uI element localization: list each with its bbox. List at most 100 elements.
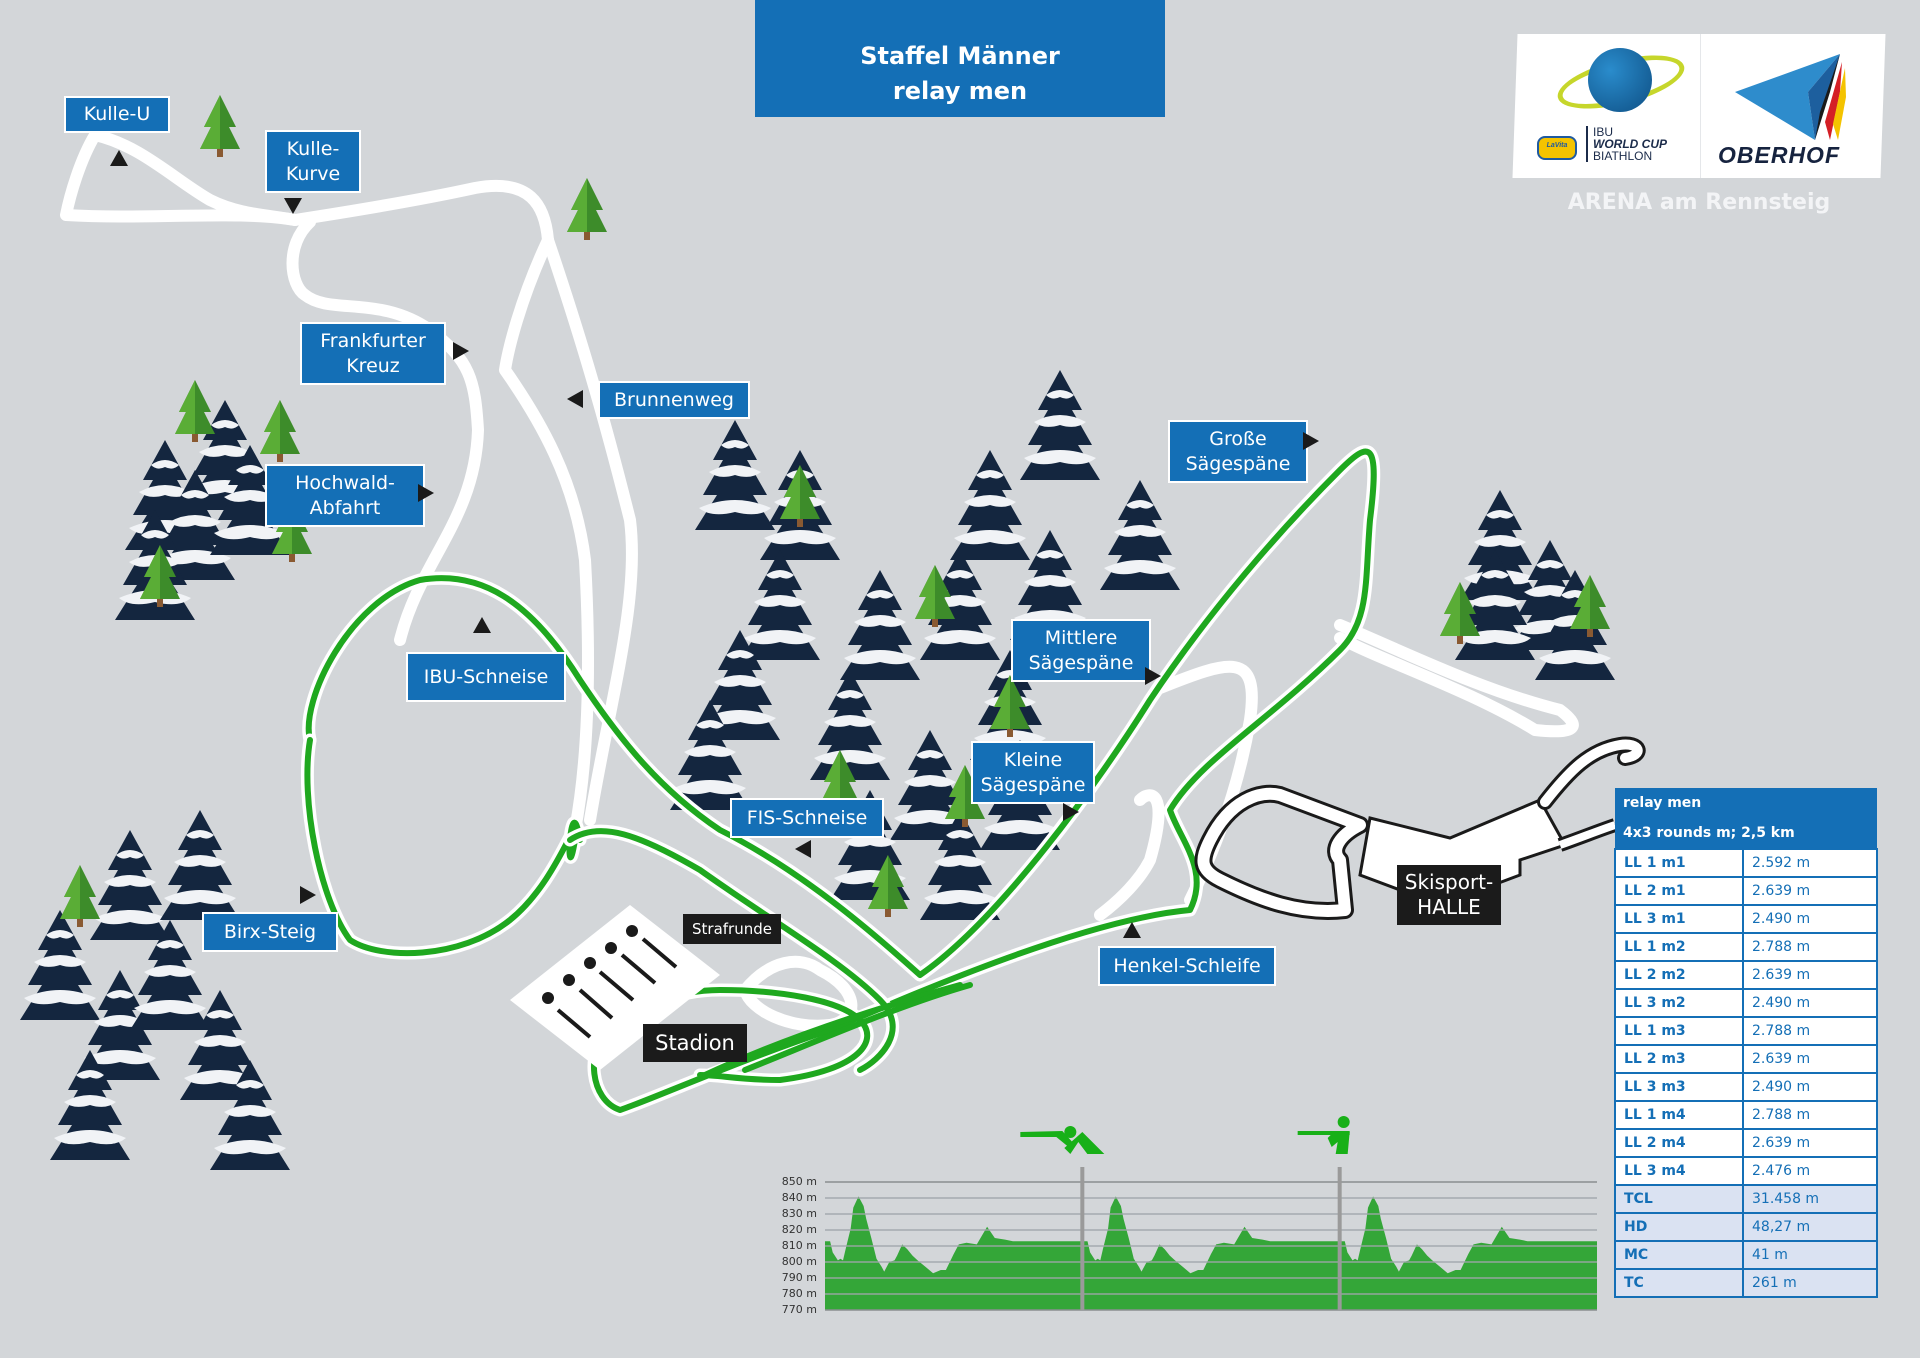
label-text: Strafrunde bbox=[692, 919, 772, 938]
row-value: 2.639 m bbox=[1742, 960, 1878, 990]
ibu-world-cup-logo: IBU WORLD CUP BIATHLON bbox=[1586, 126, 1667, 162]
label-text: IBU-Schneise bbox=[423, 665, 549, 688]
ibu-label: IBU bbox=[1593, 125, 1614, 139]
row-value: 31.458 m bbox=[1742, 1184, 1878, 1214]
label-fis-schneise: FIS-Schneise bbox=[730, 798, 884, 838]
row-value: 2.639 m bbox=[1742, 1044, 1878, 1074]
direction-arrow-up-icon bbox=[110, 150, 128, 166]
direction-arrow-down-icon bbox=[284, 198, 302, 214]
venue-name: ARENA am Rennsteig bbox=[1567, 190, 1831, 215]
direction-arrow-right-icon bbox=[453, 342, 469, 360]
y-tick-label: 770 m bbox=[781, 1303, 817, 1316]
direction-arrow-up-icon bbox=[1123, 922, 1141, 938]
row-label: LL 2 m1 bbox=[1614, 876, 1744, 906]
row-value: 2.476 m bbox=[1742, 1156, 1878, 1186]
biathlon-label: BIATHLON bbox=[1593, 149, 1653, 163]
title-line-1: Staffel Männer bbox=[860, 42, 1060, 70]
label-kulle-u: Kulle-U bbox=[64, 96, 170, 133]
label-ibu-schneise: IBU-Schneise bbox=[406, 652, 566, 702]
label-text: Skisport- bbox=[1404, 870, 1494, 894]
row-value: 2.592 m bbox=[1742, 848, 1878, 878]
row-label: HD bbox=[1614, 1212, 1744, 1242]
label-skisport-halle: Skisport-HALLE bbox=[1397, 865, 1501, 925]
y-tick-label: 850 m bbox=[781, 1175, 817, 1188]
y-tick-label: 830 m bbox=[781, 1207, 817, 1220]
row-value: 2.490 m bbox=[1742, 904, 1878, 934]
oberhof-logo-mark-icon bbox=[1735, 54, 1846, 140]
y-tick-label: 800 m bbox=[781, 1255, 817, 1268]
shooting-range bbox=[510, 905, 720, 1070]
row-label: LL 3 m3 bbox=[1614, 1072, 1744, 1102]
y-tick-label: 780 m bbox=[781, 1287, 817, 1300]
label-text: Kulle- bbox=[286, 137, 340, 160]
row-value: 2.490 m bbox=[1742, 1072, 1878, 1102]
row-label: LL 1 m1 bbox=[1614, 848, 1744, 878]
label-text: Stadion bbox=[655, 1030, 735, 1055]
shooting-marker-pole bbox=[1337, 1167, 1342, 1310]
forest-right bbox=[1440, 490, 1615, 680]
y-tick-label: 790 m bbox=[781, 1271, 817, 1284]
label-text: FIS-Schneise bbox=[746, 806, 868, 829]
label-brunnenweg: Brunnenweg bbox=[598, 381, 750, 419]
ibu-globe-icon bbox=[1588, 48, 1652, 112]
row-label: LL 1 m2 bbox=[1614, 932, 1744, 962]
tree-icon bbox=[567, 178, 607, 240]
row-label: LL 3 m1 bbox=[1614, 904, 1744, 934]
label-text: Henkel-Schleife bbox=[1113, 954, 1261, 977]
tree-icon bbox=[200, 95, 240, 157]
label-stadion: Stadion bbox=[643, 1024, 747, 1062]
label-henkel-schleife: Henkel-Schleife bbox=[1098, 946, 1276, 986]
row-label: LL 3 m2 bbox=[1614, 988, 1744, 1018]
y-tick-label: 810 m bbox=[781, 1239, 817, 1252]
prone-shooting-icon bbox=[1020, 1126, 1105, 1154]
standing-shooting-icon bbox=[1297, 1116, 1350, 1154]
label-text: Kurve bbox=[285, 162, 341, 185]
label-text: Brunnenweg bbox=[614, 388, 734, 411]
label-kulle-kurve: Kulle-Kurve bbox=[265, 130, 361, 193]
table-subtitle: 4x3 rounds m; 2,5 km bbox=[1615, 818, 1877, 849]
row-value: 261 m bbox=[1742, 1268, 1878, 1298]
row-value: 2.788 m bbox=[1742, 1100, 1878, 1130]
label-text: Frankfurter bbox=[320, 329, 426, 352]
label-text: Mittlere bbox=[1044, 626, 1118, 649]
world-cup-label: WORLD CUP bbox=[1593, 137, 1667, 151]
label-text: Hochwald- bbox=[295, 471, 395, 494]
title-line-2: relay men bbox=[892, 77, 1028, 105]
label-text: Birx-Steig bbox=[223, 920, 317, 943]
row-value: 2.639 m bbox=[1742, 1128, 1878, 1158]
y-tick-label: 840 m bbox=[781, 1191, 817, 1204]
row-label: LL 3 m4 bbox=[1614, 1156, 1744, 1186]
row-label: LL 1 m3 bbox=[1614, 1016, 1744, 1046]
shooting-marker-pole bbox=[1080, 1167, 1085, 1310]
row-label: LL 1 m4 bbox=[1614, 1100, 1744, 1130]
direction-arrow-left-icon bbox=[567, 390, 583, 408]
label-text: Kulle-U bbox=[83, 103, 151, 125]
direction-arrow-right-icon bbox=[1303, 432, 1319, 450]
direction-arrow-right-icon bbox=[300, 886, 316, 904]
label-strafrunde: Strafrunde bbox=[683, 914, 781, 944]
direction-arrow-right-icon bbox=[1063, 803, 1079, 821]
direction-arrow-left-icon bbox=[795, 840, 811, 858]
elevation-profile-chart bbox=[825, 1116, 1597, 1311]
direction-arrow-right-icon bbox=[418, 484, 434, 502]
label-hochwald-abfahrt: Hochwald-Abfahrt bbox=[265, 464, 425, 527]
oberhof-logo-text: OBERHOF bbox=[1718, 142, 1840, 168]
